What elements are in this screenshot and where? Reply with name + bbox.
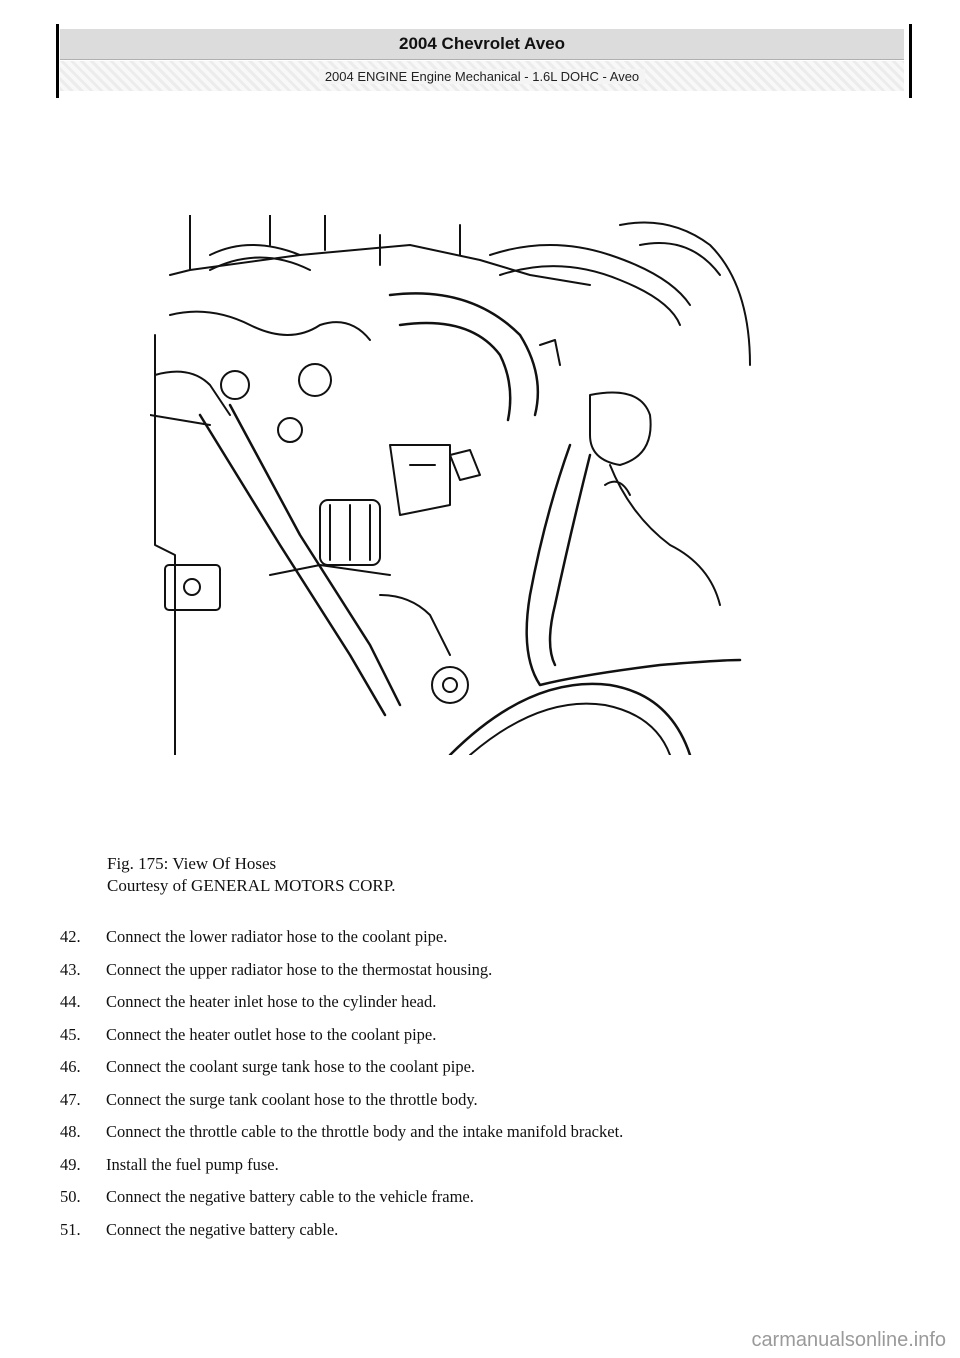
step-text: Connect the negative battery cable. bbox=[106, 1219, 339, 1239]
step-number: 43. bbox=[60, 959, 81, 979]
step-item: 48. Connect the throttle cable to the thr… bbox=[60, 1122, 623, 1155]
step-item: 44. Connect the heater inlet hose to the … bbox=[60, 992, 623, 1025]
step-number: 45. bbox=[60, 1024, 81, 1044]
procedure-steps: 42. Connect the lower radiator hose to th… bbox=[60, 927, 623, 1252]
step-text: Connect the throttle cable to the thrott… bbox=[106, 1122, 624, 1141]
step-text: Connect the coolant surge tank hose to t… bbox=[106, 1057, 476, 1076]
step-item: 46. Connect the coolant surge tank hose t… bbox=[60, 1057, 623, 1090]
figure-caption: Fig. 175: View Of Hoses Courtesy of GENE… bbox=[107, 853, 396, 897]
step-item: 51. Connect the negative battery cable. bbox=[60, 1220, 623, 1253]
step-text: Connect the lower radiator hose to the c… bbox=[106, 927, 448, 946]
header-frame bbox=[56, 24, 912, 98]
document-title: 2004 Chevrolet Aveo bbox=[399, 34, 565, 53]
step-text: Connect the heater inlet hose to the cyl… bbox=[106, 992, 437, 1011]
step-text: Connect the surge tank coolant hose to t… bbox=[106, 1089, 478, 1109]
step-text: Connect the upper radiator hose to the t… bbox=[106, 959, 493, 979]
step-text: Install the fuel pump fuse. bbox=[106, 1154, 279, 1174]
step-item: 45. Connect the heater outlet hose to the… bbox=[60, 1025, 623, 1058]
step-item: 43. Connect the upper radiator hose to th… bbox=[60, 960, 623, 993]
figure-caption-credit: Courtesy of GENERAL MOTORS CORP. bbox=[107, 876, 396, 895]
document-subtitle: 2004 ENGINE Engine Mechanical - 1.6L DOH… bbox=[318, 68, 646, 84]
step-item: 50. Connect the negative battery cable to… bbox=[60, 1187, 623, 1220]
step-number: 44. bbox=[60, 992, 81, 1011]
step-text: Connect the negative battery cable to th… bbox=[106, 1187, 474, 1206]
step-number: 42. bbox=[60, 927, 81, 946]
document-subtitle-bar: 2004 ENGINE Engine Mechanical - 1.6L DOH… bbox=[60, 61, 904, 91]
step-number: 49. bbox=[60, 1154, 81, 1174]
watermark: carmanualsonline.info bbox=[751, 1329, 946, 1351]
step-number: 48. bbox=[60, 1122, 81, 1141]
step-number: 47. bbox=[60, 1089, 81, 1109]
figure-caption-title: Fig. 175: View Of Hoses bbox=[107, 854, 277, 873]
document-title-bar: 2004 Chevrolet Aveo bbox=[60, 29, 904, 60]
step-text: Connect the heater outlet hose to the co… bbox=[106, 1024, 437, 1044]
step-item: 49. Install the fuel pump fuse. bbox=[60, 1155, 623, 1188]
engine-hoses-illustration bbox=[150, 215, 751, 755]
step-number: 46. bbox=[60, 1057, 81, 1076]
step-item: 42. Connect the lower radiator hose to th… bbox=[60, 927, 623, 960]
step-number: 50. bbox=[60, 1187, 81, 1206]
step-item: 47. Connect the surge tank coolant hose t… bbox=[60, 1090, 623, 1123]
step-number: 51. bbox=[60, 1219, 81, 1239]
